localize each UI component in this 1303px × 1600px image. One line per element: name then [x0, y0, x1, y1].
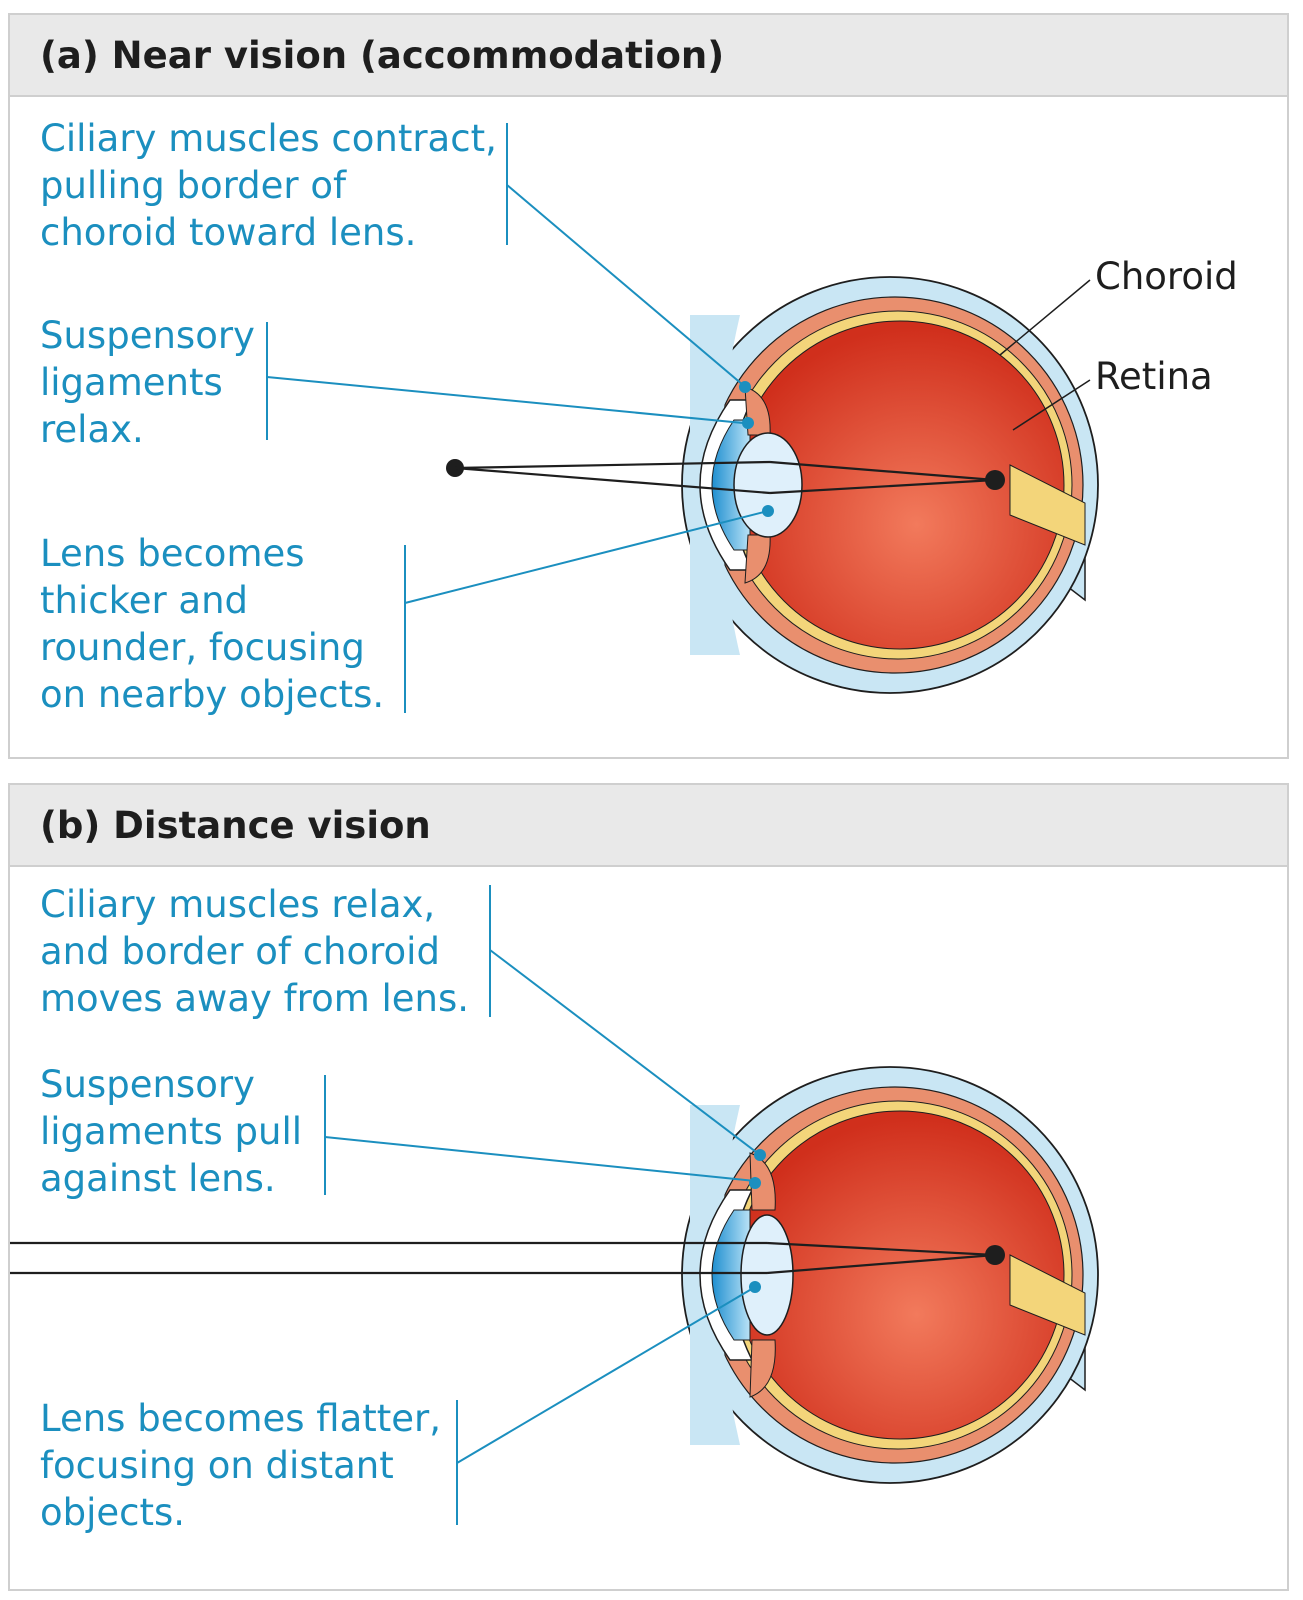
label-line: ligaments	[40, 361, 223, 404]
label-line: ligaments pull	[40, 1110, 303, 1153]
panel-distance-vision: (b) Distance vision	[8, 783, 1289, 1591]
label-line: Suspensory	[40, 314, 255, 357]
label-line: Suspensory	[40, 1063, 255, 1106]
label-line: on nearby objects.	[40, 673, 385, 716]
label-line: focusing on distant	[40, 1444, 394, 1487]
panel-title: (a) Near vision (accommodation)	[40, 34, 725, 77]
panel-near-vision: (a) Near vision (accommodation)	[8, 13, 1289, 759]
label-line: Ciliary muscles contract,	[40, 117, 497, 160]
label-ciliary-contract: Ciliary muscles contract, pulling border…	[40, 115, 497, 256]
focal-point	[985, 470, 1005, 490]
label-ciliary-relax: Ciliary muscles relax, and border of cho…	[40, 881, 469, 1022]
label-line: thicker and	[40, 579, 249, 622]
label-line: rounder, focusing	[40, 626, 365, 669]
panel-header: (a) Near vision (accommodation)	[10, 15, 1287, 97]
optic-nerve	[1009, 464, 1086, 546]
label-line: Lens becomes flatter,	[40, 1397, 442, 1440]
label-line: against lens.	[40, 1157, 276, 1200]
label-line: relax.	[40, 408, 144, 451]
lens-near	[733, 432, 803, 538]
label-line: moves away from lens.	[40, 977, 470, 1020]
label-suspensory-relax: Suspensory ligaments relax.	[40, 312, 255, 453]
label-line: choroid toward lens.	[40, 211, 417, 254]
label-line: and border of choroid	[40, 930, 440, 973]
label-line: Lens becomes	[40, 532, 305, 575]
label-suspensory-pull: Suspensory ligaments pull against lens.	[40, 1061, 302, 1202]
label-lens-flatter: Lens becomes flatter, focusing on distan…	[40, 1395, 441, 1536]
label-line: Ciliary muscles relax,	[40, 883, 436, 926]
panel-header: (b) Distance vision	[10, 785, 1287, 867]
eye-diagram-distance	[10, 885, 1099, 1525]
optic-nerve	[1009, 1254, 1086, 1336]
label-choroid: Choroid	[1095, 255, 1238, 298]
label-retina: Retina	[1095, 355, 1213, 398]
focal-point	[985, 1245, 1005, 1265]
ciliary-body-lower	[749, 1339, 776, 1398]
lens-distance	[740, 1214, 794, 1336]
label-line: objects.	[40, 1491, 186, 1534]
panel-title: (b) Distance vision	[40, 804, 431, 847]
eye-diagram-near	[266, 123, 1099, 713]
label-line: pulling border of	[40, 164, 347, 207]
label-lens-thicker: Lens becomes thicker and rounder, focusi…	[40, 530, 384, 718]
